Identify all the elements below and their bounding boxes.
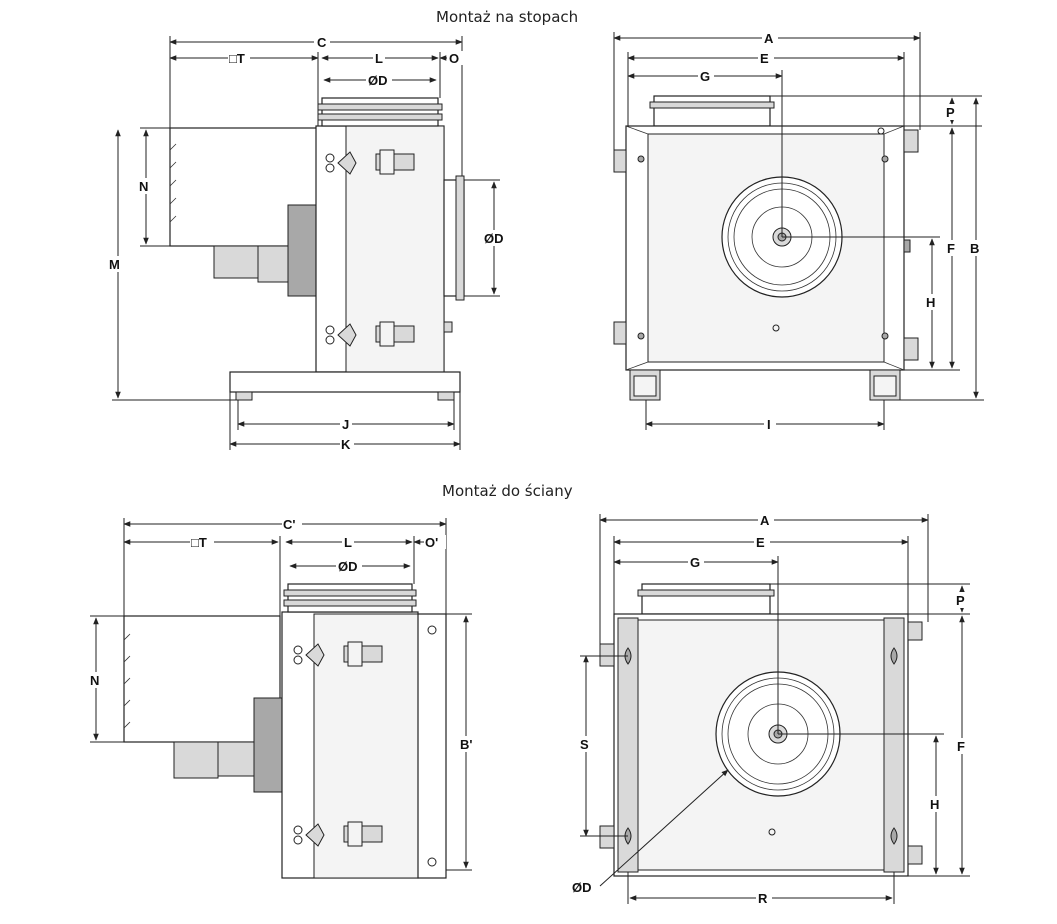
dim-label-B-prime: B' (460, 737, 472, 752)
left-latch-upper (613, 149, 627, 173)
dim-label-H: H (926, 295, 935, 310)
dim-label-E-wall: E (756, 535, 765, 550)
front-view-foot-mount: A E G P F B H I (613, 30, 984, 432)
dim-label-N-wall: N (90, 673, 99, 688)
dim-label-F: F (947, 241, 955, 256)
dim-label-D-side: ØD (484, 231, 504, 246)
dim-label-A: A (764, 31, 774, 46)
motor-cooling-fins (169, 143, 177, 223)
front-view-wall-mount: A E G P S F H ØD R (572, 512, 970, 906)
dim-label-L-wall: L (344, 535, 352, 550)
dim-label-I: I (767, 417, 771, 432)
dim-label-O-prime: O' (425, 535, 438, 550)
wall-motor-terminal-box (173, 741, 219, 779)
dim-label-L: L (375, 51, 383, 66)
dim-label-P: P (946, 105, 955, 120)
wall-bracket (417, 613, 447, 879)
dim-label-N: N (139, 179, 148, 194)
dim-label-G: G (700, 69, 710, 84)
dim-label-M: M (109, 257, 120, 272)
title-foot-mounting: Montaż na stopach (436, 8, 579, 26)
door-latch-lower (325, 321, 415, 347)
motor-terminal-box (213, 245, 259, 279)
dim-label-O: O (449, 51, 459, 66)
mounting-base (229, 371, 461, 393)
dim-label-J: J (342, 417, 349, 432)
dim-label-D-wall: ØD (572, 880, 592, 895)
dim-label-S: S (580, 737, 589, 752)
side-view-foot-mount: C □T L O ØD N M ØD J K (108, 34, 510, 452)
dim-label-C-prime: C' (283, 517, 295, 532)
dim-label-E: E (760, 51, 769, 66)
dim-label-T: □T (229, 51, 245, 66)
dim-label-C: C (317, 35, 327, 50)
dim-label-F-wall: F (957, 739, 965, 754)
dim-label-R: R (758, 891, 768, 906)
dim-label-P-wall: P (956, 593, 965, 608)
dim-label-H-wall: H (930, 797, 939, 812)
foot-right (437, 391, 455, 401)
side-view-wall-mount: C' □T L O' ØD N B' (88, 516, 480, 879)
dim-label-G-wall: G (690, 555, 700, 570)
dim-label-D-wall-top: ØD (338, 559, 358, 574)
top-inlet-collar (321, 97, 439, 127)
dim-label-T-wall: □T (191, 535, 207, 550)
dim-label-K: K (341, 437, 351, 452)
wall-top-collar (287, 583, 413, 613)
motor-flange (287, 204, 317, 297)
right-hinge-upper (903, 129, 919, 153)
right-hinge-lower (903, 337, 919, 361)
dim-label-B: B (970, 241, 979, 256)
door-latch-upper (325, 149, 415, 175)
title-wall-mounting: Montaż do ściany (442, 482, 573, 500)
dim-label-A-wall: A (760, 513, 770, 528)
dim-label-D-top: ØD (368, 73, 388, 88)
foot-left (235, 391, 253, 401)
wall-motor-flange (253, 697, 283, 793)
left-latch-lower (613, 321, 627, 345)
front-top-collar (653, 95, 771, 127)
wall-front-top-collar (641, 583, 771, 615)
